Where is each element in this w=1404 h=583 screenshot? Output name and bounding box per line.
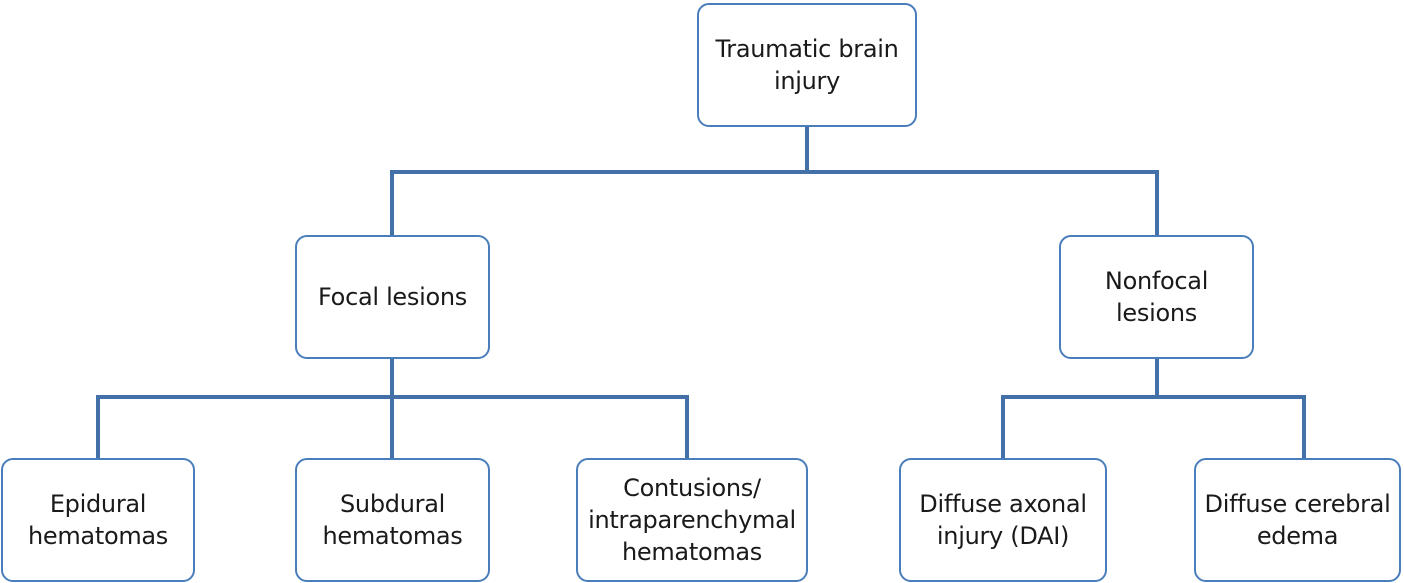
node-label: Traumatic brain injury [715, 35, 899, 95]
connector-to-contusions [685, 395, 689, 460]
connector-nonfocal-bar [1001, 395, 1306, 399]
node-diffuse-cerebral-edema: Diffuse cerebral edema [1194, 458, 1401, 582]
connector-to-epidural [96, 395, 100, 460]
connector-level1-bar [390, 170, 1159, 174]
connector-to-nonfocal [1155, 170, 1159, 237]
node-contusions-intraparenchymal-hematomas: Contusions/ intraparenchymal hematomas [576, 458, 808, 582]
node-subdural-hematomas: Subdural hematomas [295, 458, 490, 582]
node-epidural-hematomas: Epidural hematomas [1, 458, 195, 582]
node-label: Diffuse axonal injury (DAI) [919, 490, 1087, 550]
node-label: Diffuse cerebral edema [1204, 490, 1391, 550]
connector-to-dai [1001, 395, 1005, 460]
connector-to-focal [390, 170, 394, 237]
node-label: Contusions/ intraparenchymal hematomas [588, 474, 796, 566]
node-label: Subdural hematomas [322, 490, 463, 550]
node-label: Nonfocal lesions [1104, 267, 1209, 327]
node-traumatic-brain-injury: Traumatic brain injury [697, 3, 917, 127]
node-diffuse-axonal-injury: Diffuse axonal injury (DAI) [899, 458, 1107, 582]
connector-focal-stem [390, 357, 394, 399]
connector-to-edema [1302, 395, 1306, 460]
node-nonfocal-lesions: Nonfocal lesions [1059, 235, 1254, 359]
node-label: Focal lesions [318, 283, 467, 311]
node-label: Epidural hematomas [27, 490, 169, 550]
connector-nonfocal-stem [1155, 357, 1159, 399]
node-focal-lesions: Focal lesions [295, 235, 490, 359]
connector-to-subdural [390, 395, 394, 460]
connector-root-stem [805, 125, 809, 174]
